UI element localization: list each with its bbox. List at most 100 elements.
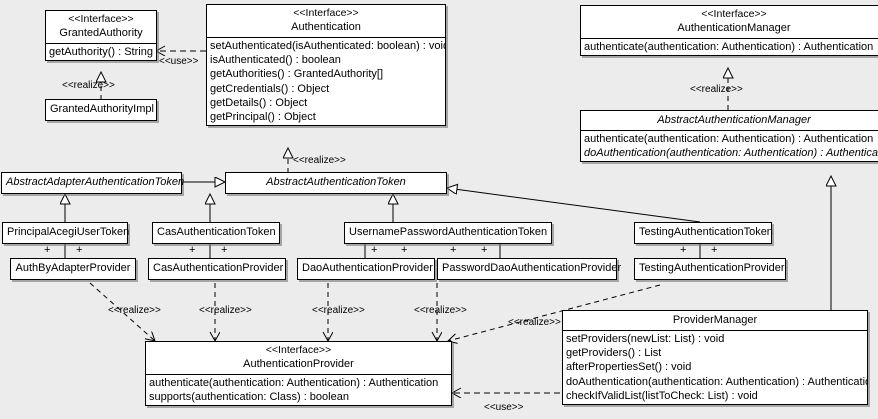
class-abstract-authentication-manager[interactable]: AbstractAuthenticationManager authentica… [580,110,878,163]
class-authentication-manager[interactable]: <<Interface>> AuthenticationManager auth… [580,5,878,57]
class-header: TestingAuthenticationProvider [635,259,785,279]
class-granted-authority[interactable]: <<Interface>> GrantedAuthority getAuthor… [45,10,157,62]
method-row: afterPropertiesSet() : void [566,361,692,374]
method-row: authenticate(authentication: Authenticat… [149,377,439,389]
method-row: getAuthority() : String [49,46,153,58]
class-methods: authenticate(authentication: Authenticat… [146,375,451,405]
multiplicity-testing-token-right: + [711,244,718,256]
edge-label-realize-abstract-token: <<realize>> [293,155,346,166]
method-row: authenticate(authentication: Authenticat… [584,133,874,145]
class-authentication[interactable]: <<Interface>> Authentication setAuthenti… [206,4,446,127]
class-auth-by-adapter-provider[interactable]: AuthByAdapterProvider [10,258,136,280]
class-header: <<Interface>> AuthenticationProvider [146,342,451,374]
class-provider-manager[interactable]: ProviderManager setProviders(newList: Li… [562,310,868,406]
class-name: AuthByAdapterProvider [15,262,131,274]
class-header: <<Interface>> Authentication [207,5,445,37]
class-header: PasswordDaoAuthenticationProvider [438,259,622,279]
class-stereotype: <<Interface>> [265,344,332,356]
edge-auth-by-adapter-realize-provider [89,282,155,341]
class-header: ProviderManager [563,311,867,330]
method-row: getCredentials() : Object [210,82,330,95]
class-dao-authentication-provider[interactable]: DaoAuthenticationProvider [297,258,435,280]
class-name: TestingAuthenticationToken [639,226,773,238]
class-stereotype: <<Interface>> [701,8,767,20]
class-cas-authentication-provider[interactable]: CasAuthenticationProvider [148,258,286,280]
class-cas-authentication-token[interactable]: CasAuthenticationToken [152,222,280,244]
multiplicity-userpass-token-b: + [401,244,408,256]
class-methods: authenticate(authentication: Authenticat… [581,131,878,161]
class-header: DaoAuthenticationProvider [298,259,434,279]
divider [146,374,451,375]
class-name: PrincipalAcegiUserToken [7,226,130,238]
divider [563,330,867,331]
class-password-dao-authentication-provider[interactable]: PasswordDaoAuthenticationProvider [437,258,622,280]
class-header: AbstractAuthenticationManager [581,111,878,130]
edge-label-realize-dao-provider: <<realize>> [312,305,365,316]
class-username-password-authentication-token[interactable]: UsernamePasswordAuthenticationToken [344,222,552,244]
class-name: AbstractAdapterAuthenticationToken [6,176,185,188]
method-row: authenticate(authentication: Authenticat… [584,41,874,53]
class-stereotype: <<Interface>> [68,13,134,25]
edge-testing-provider-realize-provider [448,284,661,341]
multiplicity-testing-token-left: + [680,244,687,256]
class-header: <<Interface>> GrantedAuthority [46,11,156,43]
class-name: ProviderManager [672,314,758,326]
class-principal-acegi-user-token[interactable]: PrincipalAcegiUserToken [2,222,130,244]
class-header: <<Interface>> AuthenticationManager [581,6,878,38]
class-name: AuthenticationManager [677,22,791,34]
method-row: getAuthorities() : GrantedAuthority[] [210,68,384,81]
class-authentication-provider[interactable]: <<Interface>> AuthenticationProvider aut… [145,341,452,407]
method-row: checkIfValidList(listToCheck: List) : vo… [566,389,758,402]
class-granted-authority-impl[interactable]: GrantedAuthorityImpl [45,99,157,121]
class-name: AbstractAuthenticationManager [657,114,811,126]
class-abstract-authentication-token[interactable]: AbstractAuthenticationToken [225,172,447,194]
class-name: CasAuthenticationToken [157,226,276,238]
method-row: supports(authentication: Class) : boolea… [149,391,349,404]
class-testing-authentication-token[interactable]: TestingAuthenticationToken [634,222,773,244]
class-name: GrantedAuthorityImpl [50,103,154,115]
class-name: TestingAuthenticationProvider [639,262,785,274]
divider [46,43,156,44]
class-header: TestingAuthenticationToken [635,223,773,243]
method-row: doAuthentication(authentication: Authent… [584,147,878,160]
multiplicity-cas-token-left: + [189,244,196,256]
method-row: doAuthentication(authentication: Authent… [566,375,867,388]
method-row: setAuthenticated(isAuthenticated: boolea… [210,40,445,52]
class-name: UsernamePasswordAuthenticationToken [349,226,548,238]
class-header: UsernamePasswordAuthenticationToken [345,223,551,243]
class-testing-authentication-provider[interactable]: TestingAuthenticationProvider [634,258,786,280]
class-stereotype: <<Interface>> [293,7,359,19]
method-row: getProviders() : List [566,347,662,360]
class-name: DaoAuthenticationProvider [302,262,433,274]
multiplicity-principal-token-right: + [76,244,83,256]
class-methods: getAuthority() : String [46,44,156,60]
method-row: setProviders(newList: List) : void [566,333,725,345]
class-header: AuthByAdapterProvider [11,259,135,279]
edge-label-realize-auth-by-adapter: <<realize>> [108,305,161,316]
class-header: AbstractAuthenticationToken [226,173,446,193]
divider [581,130,878,131]
multiplicity-cas-token-right: + [221,244,228,256]
edge-label-use-provider-manager: <<use>> [484,402,524,413]
method-row: getDetails() : Object [210,96,308,109]
edge-label-realize-cas-provider: <<realize>> [199,305,252,316]
edge-label-realize-provider-manager: <<realize>> [508,317,561,328]
method-row: isAuthenticated() : boolean [210,54,341,67]
class-name: Authentication [291,21,361,33]
method-row: getPrincipal() : Object [210,111,316,124]
class-name: GrantedAuthority [59,27,143,39]
edge-label-realize-granted-authority-impl: <<realize>> [62,80,115,91]
class-header: CasAuthenticationProvider [149,259,285,279]
class-methods: authenticate(authentication: Authenticat… [581,39,878,55]
edge-label-realize-abstract-auth-manager: <<realize>> [690,84,743,95]
class-header: AbstractAdapterAuthenticationToken [2,173,185,193]
class-abstract-adapter-authentication-token[interactable]: AbstractAdapterAuthenticationToken [1,172,185,194]
class-name: PasswordDaoAuthenticationProvider [442,262,622,274]
divider [207,37,445,38]
class-header: GrantedAuthorityImpl [46,100,156,120]
class-header: PrincipalAcegiUserToken [3,223,130,243]
class-name: AuthenticationProvider [243,358,354,370]
class-name: AbstractAuthenticationToken [266,176,406,188]
